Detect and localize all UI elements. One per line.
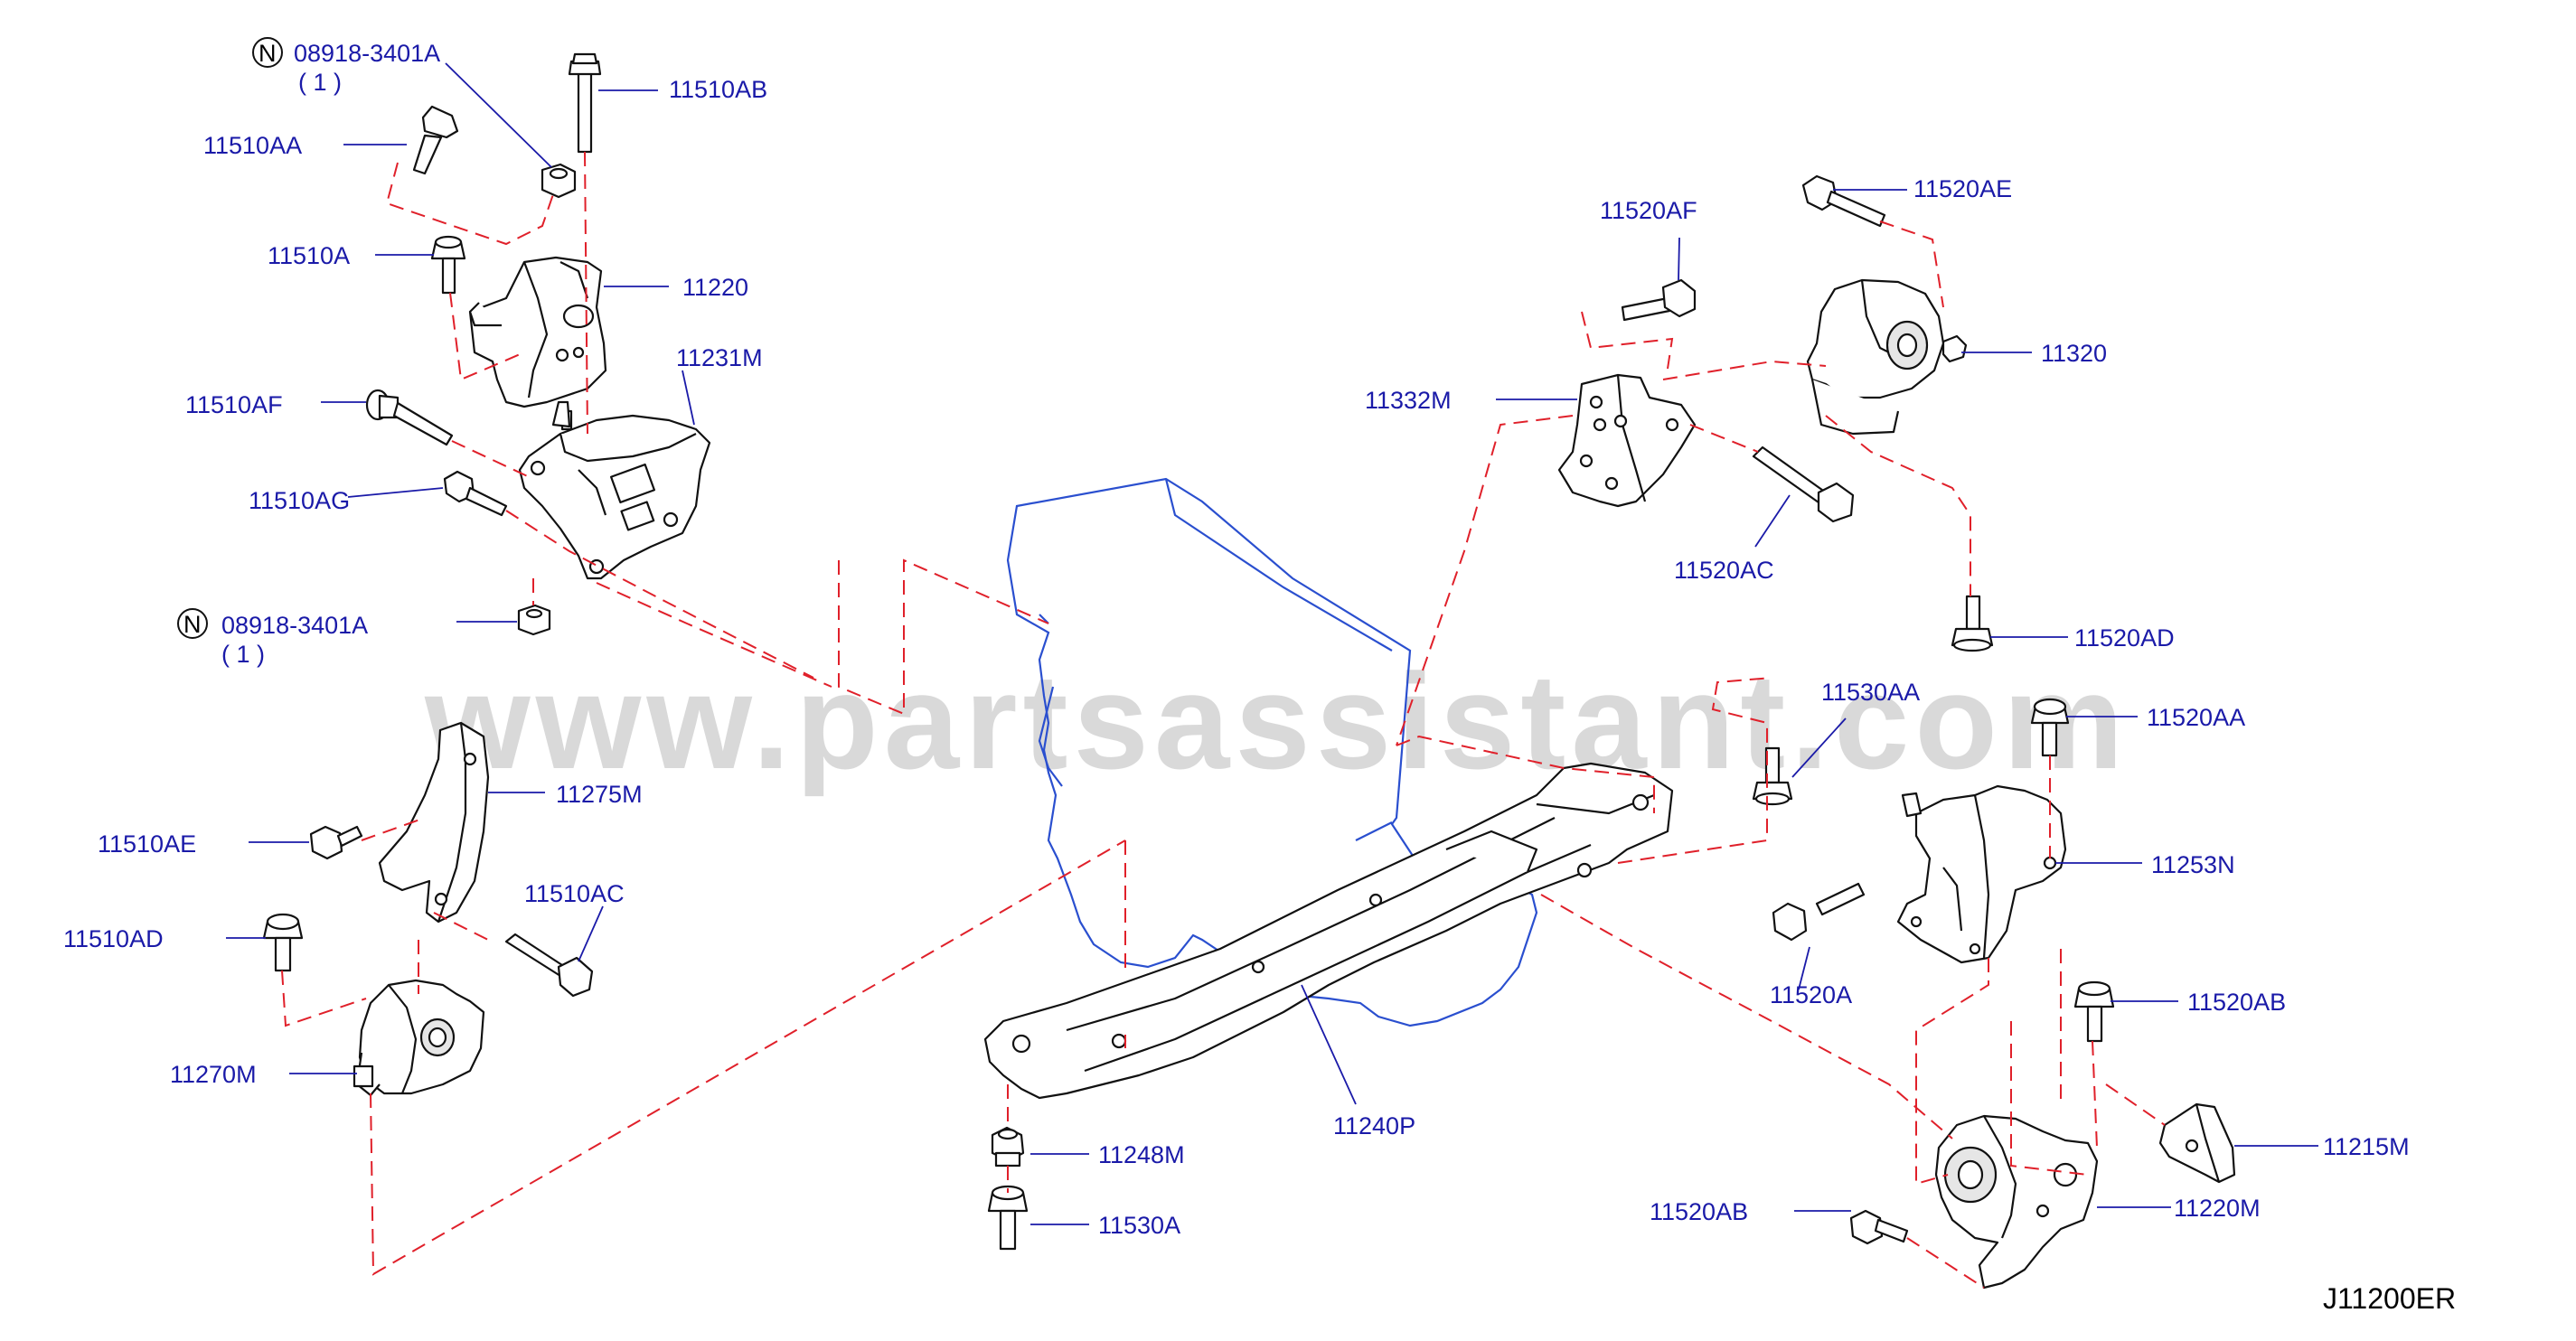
bracket-11275M <box>378 721 490 924</box>
label-11275M: 11275M <box>556 781 643 808</box>
label-11253N: 11253N <box>2151 851 2235 878</box>
mount-11320 <box>1806 278 1968 436</box>
label-11520AC: 11520AC <box>1674 557 1774 584</box>
bolt-11530A <box>987 1185 1029 1251</box>
bolt-11520AB-top <box>2073 980 2115 1043</box>
label-11520A: 11520A <box>1770 981 1852 1008</box>
note-symbol-top: N <box>252 37 283 68</box>
bolt-11520AE <box>1801 174 1886 228</box>
label-11320: 11320 <box>2041 340 2107 367</box>
bolt-11510AG <box>443 470 508 517</box>
label-11520AB-top: 11520AB <box>2187 989 2286 1016</box>
label-11520AD: 11520AD <box>2074 624 2175 652</box>
mount-11220 <box>468 256 607 431</box>
bolt-11520AF <box>1621 278 1697 322</box>
nut-08918-3401A-mid <box>517 604 551 636</box>
crossmember-11240P <box>983 762 1674 1100</box>
label-11520AE: 11520AE <box>1913 175 2012 202</box>
n-symbol-top: N <box>259 40 277 67</box>
label-11530A: 11530A <box>1098 1212 1180 1239</box>
label-11248M: 11248M <box>1098 1141 1185 1168</box>
reference-code: J11200ER <box>2323 1282 2456 1315</box>
label-11510A: 11510A <box>268 242 350 269</box>
bolt-11510A <box>430 235 466 295</box>
label-11520AA: 11520AA <box>2147 704 2245 731</box>
label-11510AC: 11510AC <box>524 880 625 907</box>
bolt-11520A <box>1772 882 1866 942</box>
label-11332M: 11332M <box>1365 387 1452 414</box>
bolt-11510AA <box>412 105 459 175</box>
bolt-11510AB <box>568 52 602 154</box>
label-11220M: 11220M <box>2174 1195 2261 1222</box>
bolt-11510AC <box>504 933 594 998</box>
bracket-11253N <box>1896 784 2067 964</box>
label-11215M: 11215M <box>2323 1133 2410 1160</box>
bolt-11510AE <box>309 825 363 860</box>
bracket-11215M <box>2158 1102 2236 1184</box>
callout-labels: 08918-3401A ( 1 ) 11510AB 11510AA 11510A… <box>63 40 2410 1239</box>
bolt-11520AB-bottom <box>1849 1209 1909 1245</box>
bracket-11231M <box>518 400 711 580</box>
label-11510AE: 11510AE <box>98 830 196 858</box>
label-11530AA: 11530AA <box>1821 679 1920 706</box>
label-qty-top: ( 1 ) <box>298 69 342 96</box>
label-11240P: 11240P <box>1333 1112 1415 1139</box>
label-11510AD: 11510AD <box>63 925 164 952</box>
label-11231M: 11231M <box>676 344 763 371</box>
alignment-lines <box>281 151 2166 1289</box>
label-qty-mid: ( 1 ) <box>221 641 265 668</box>
bolt-11510AD <box>262 913 304 972</box>
note-symbol-mid: N <box>177 608 208 639</box>
label-11510AG: 11510AG <box>249 487 350 514</box>
bolt-11520AA <box>2030 698 2070 757</box>
bolt-11520AC <box>1752 445 1855 523</box>
mount-11270M <box>353 979 485 1097</box>
label-08918-3401A-mid: 08918-3401A <box>221 612 368 639</box>
label-11220: 11220 <box>682 274 748 301</box>
label-11270M: 11270M <box>170 1061 257 1088</box>
label-11520AB-bottom: 11520AB <box>1650 1198 1748 1225</box>
n-symbol-mid: N <box>183 611 202 638</box>
label-08918-3401A-top: 08918-3401A <box>294 40 440 67</box>
label-11510AF: 11510AF <box>185 391 283 418</box>
nut-08918-3401A-top <box>541 163 577 199</box>
watermark-text: www.partsassistant.com <box>424 645 2129 797</box>
bolt-11520AD <box>1951 595 1994 652</box>
bracket-11332M <box>1557 373 1697 508</box>
label-11510AA: 11510AA <box>203 132 302 159</box>
bolt-11530AA <box>1752 746 1793 806</box>
bolt-11510AF <box>365 389 454 446</box>
leader-lines <box>226 62 2318 1225</box>
label-11520AF: 11520AF <box>1600 197 1697 224</box>
label-11510AB: 11510AB <box>669 76 767 103</box>
nut-11248M <box>991 1126 1025 1168</box>
mount-11220M <box>1934 1114 2099 1289</box>
